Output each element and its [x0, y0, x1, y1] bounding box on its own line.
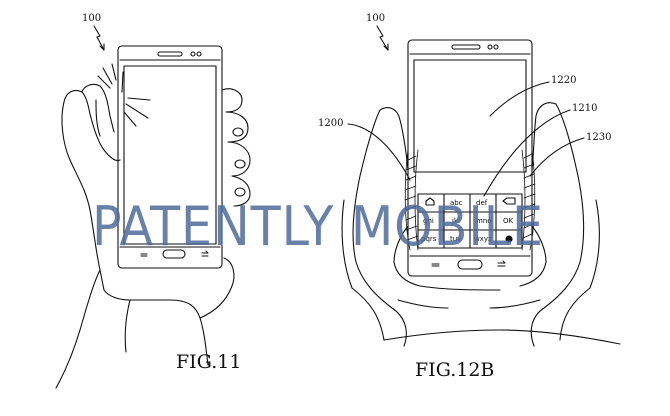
fig12b-ref-1210: 1210 — [572, 103, 597, 114]
fig12b-camera-icon — [488, 45, 492, 49]
leader-1230 — [530, 138, 584, 176]
fig11-lead-arrow — [94, 26, 104, 50]
fig12b-leaders — [348, 82, 584, 196]
fig12b-caption: FIG.12B — [415, 359, 494, 381]
fig12b-ref-100: 100 — [366, 13, 385, 24]
leader-1220 — [490, 82, 549, 116]
leader-1210 — [484, 110, 570, 196]
watermark-text: PATENTLY MOBILE — [92, 195, 544, 258]
fig11-camera-icon — [191, 52, 195, 56]
fig12b-back-key-icon — [498, 261, 505, 266]
fig12b-menu-key-icon — [432, 264, 439, 266]
fig12b-home-button-icon — [458, 260, 482, 269]
fig12b-speaker-icon — [452, 45, 480, 49]
fig12b-ref-1230: 1230 — [586, 132, 611, 143]
fig11-speaker-icon — [158, 52, 182, 56]
fig12b-ref-1220: 1220 — [551, 75, 576, 86]
fig11-caption: FIG.11 — [176, 351, 241, 373]
fig11-ref-100: 100 — [82, 13, 101, 24]
fig12b-ref-1200: 1200 — [318, 118, 343, 129]
leader-1200 — [348, 124, 410, 180]
fig12b-lead-arrow — [377, 26, 388, 50]
